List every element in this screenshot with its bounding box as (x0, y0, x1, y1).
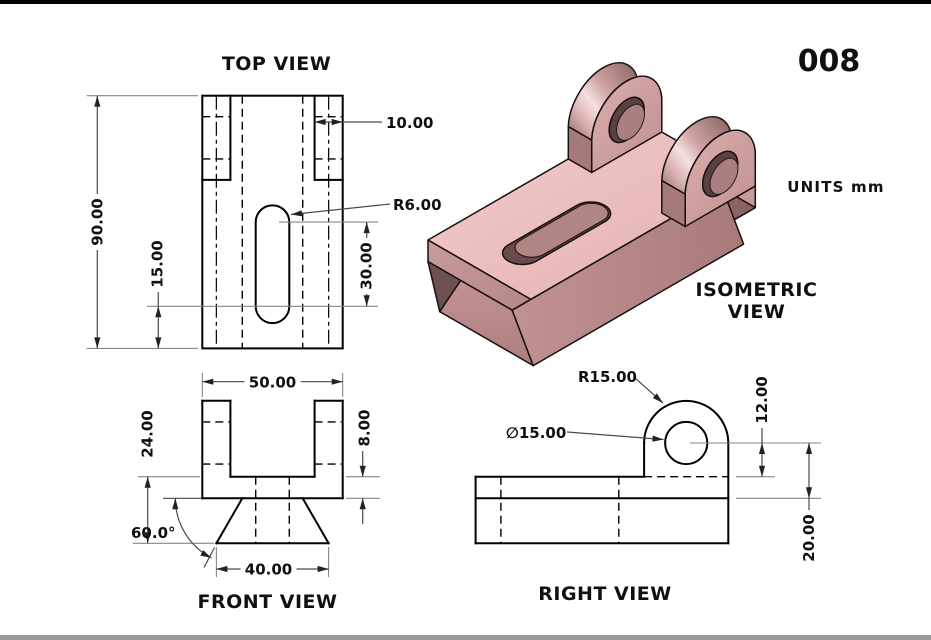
dim-base-height: 20.00 (800, 510, 818, 566)
dim-plate-thickness: 8.00 (355, 405, 374, 451)
isometric-view-title-line2: VIEW (728, 301, 786, 323)
iso-slot-inner-wall (514, 202, 609, 258)
top-view-title: TOP VIEW (222, 53, 331, 75)
dim-slot-length: 30.00 (357, 238, 376, 294)
dim-slot-offset: 15.00 (148, 236, 167, 292)
svg-text:50.00: 50.00 (249, 374, 296, 392)
svg-text:15.00: 15.00 (149, 240, 167, 287)
dim-hole-offset: 12.00 (753, 372, 771, 428)
dim-front-total-height: 24.00 (138, 406, 157, 462)
dim-lug-radius: R15.00 (578, 368, 637, 386)
iso-right-lug (661, 116, 757, 228)
dim-angle: 60.0° (131, 524, 176, 542)
isometric-view: ISOMETRIC VIEW (427, 62, 818, 367)
svg-text:20.00: 20.00 (800, 514, 818, 561)
right-view-lug-arc (643, 399, 730, 445)
svg-text:12.00: 12.00 (753, 376, 771, 423)
dim-lug-width: 10.00 (386, 114, 433, 132)
front-view-title: FRONT VIEW (198, 591, 338, 613)
front-view: 50.00 24.00 8.00 60.0° 40.00 (131, 373, 380, 613)
svg-text:30.00: 30.00 (358, 242, 376, 289)
svg-text:40.00: 40.00 (245, 561, 292, 579)
svg-text:24.00: 24.00 (139, 410, 157, 457)
top-view-slot (254, 204, 291, 325)
right-view: R15.00 ∅15.00 12.00 20.00 RIGHT VIEW (474, 368, 821, 605)
sheet-border-top (0, 0, 931, 4)
front-view-dovetail-flank (215, 496, 244, 545)
dim-top-height: 90.00 (88, 194, 107, 250)
dim-base-width: 40.00 (240, 560, 297, 579)
part-number: 008 (798, 44, 861, 79)
iso-dovetail-flank (511, 187, 745, 367)
svg-text:90.00: 90.00 (88, 198, 106, 245)
iso-left-lug (567, 62, 663, 174)
units-label: UNITS mm (787, 178, 884, 196)
svg-text:8.00: 8.00 (356, 409, 374, 446)
top-view: 90.00 15.00 30.00 10.00 R6.00 TOP VIEW (86, 53, 442, 350)
dim-slot-radius: R6.00 (393, 196, 442, 214)
right-view-title: RIGHT VIEW (538, 583, 671, 605)
sheet-border-bottom (0, 635, 931, 640)
dim-hole-diameter: ∅15.00 (506, 424, 566, 442)
isometric-view-title-line1: ISOMETRIC (696, 279, 818, 301)
dim-front-width: 50.00 (244, 373, 301, 392)
